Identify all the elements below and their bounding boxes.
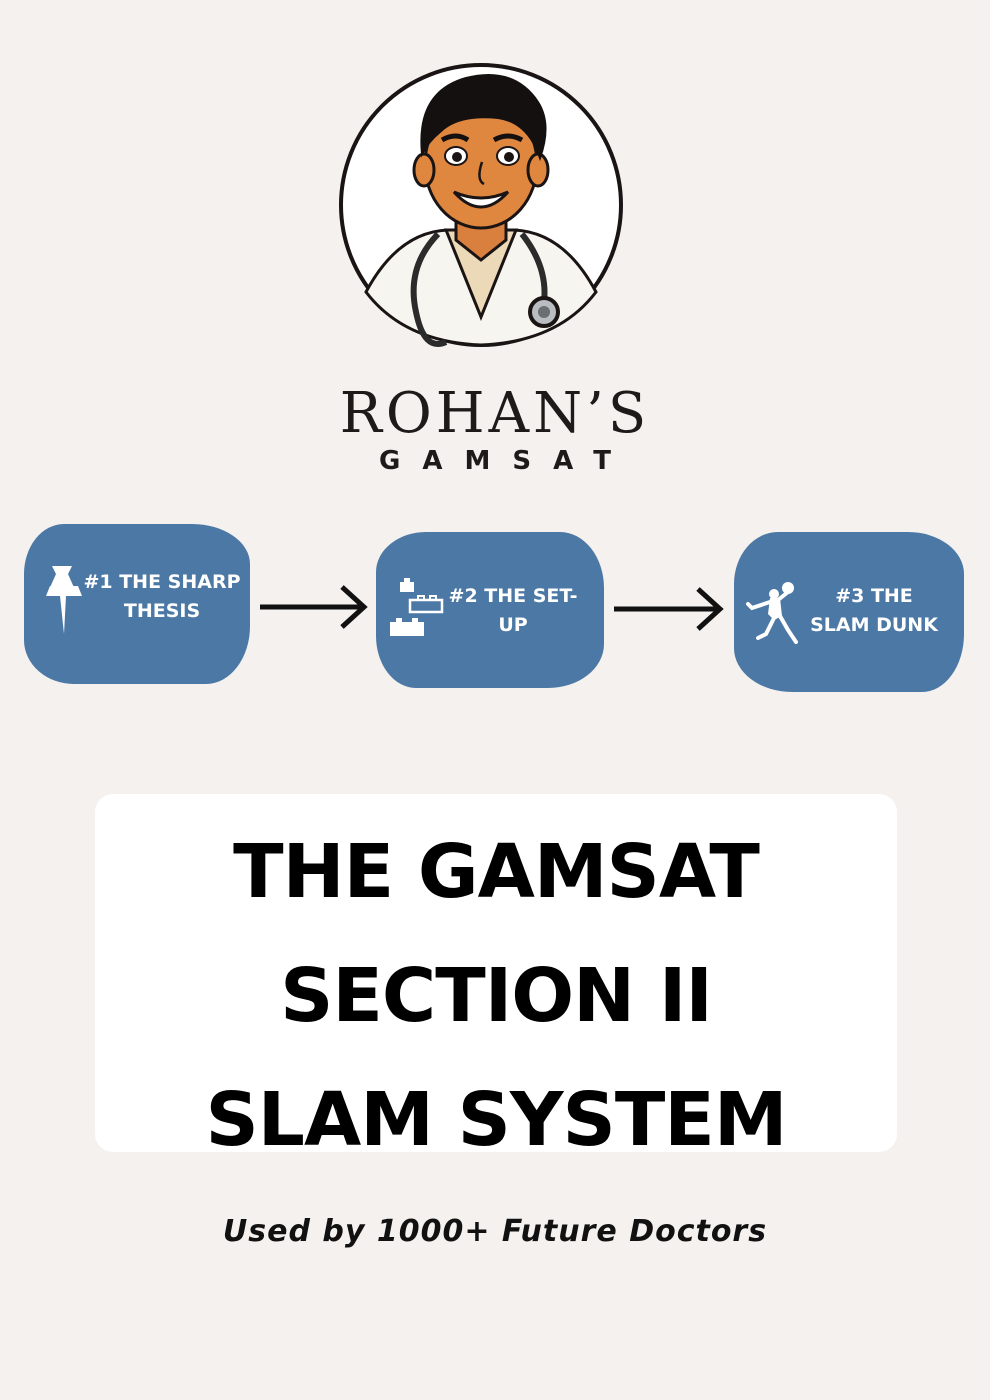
step-label: #2 THE SET-UP bbox=[448, 585, 578, 636]
step-sharp-thesis: #1 THE SHARP THESIS bbox=[24, 524, 250, 684]
step-label: #1 THE SHARP THESIS bbox=[83, 571, 241, 622]
basketball-dunk-icon bbox=[746, 582, 798, 644]
brand-name: ROHAN’S bbox=[339, 381, 651, 446]
doctor-avatar-icon bbox=[339, 63, 623, 347]
step-label: #3 THE SLAM DUNK bbox=[810, 585, 938, 636]
pushpin-icon bbox=[46, 566, 82, 634]
title-card: THE GAMSAT SECTION II SLAM SYSTEM bbox=[95, 794, 897, 1163]
building-blocks-icon bbox=[390, 578, 444, 636]
arrow-right-icon bbox=[260, 585, 368, 629]
step-slam-dunk: #3 THE SLAM DUNK bbox=[734, 532, 964, 692]
arrow-right-icon bbox=[614, 587, 724, 631]
step-set-up: #2 THE SET-UP bbox=[376, 532, 604, 688]
page-title: THE GAMSAT SECTION II SLAM SYSTEM bbox=[205, 829, 788, 1163]
tagline: Used by 1000+ Future Doctors bbox=[222, 1214, 768, 1249]
brand-subtitle: GAMSAT bbox=[379, 446, 633, 476]
